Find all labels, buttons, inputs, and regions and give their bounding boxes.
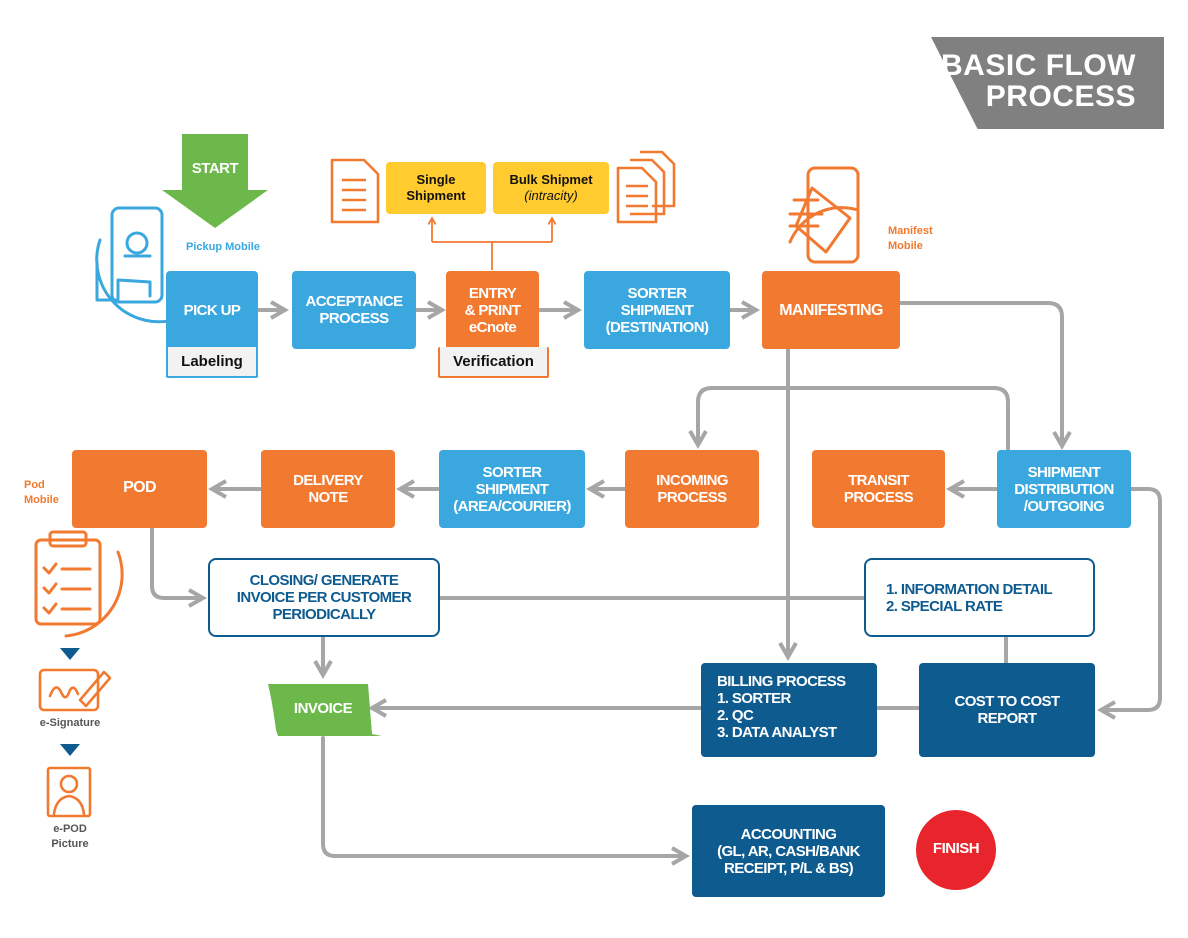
- e-pod-label: e-POD Picture: [20, 822, 120, 852]
- accounting-node: ACCOUNTING (GL, AR, CASH/BANK RECEIPT, P…: [692, 805, 885, 897]
- start-arrow-shape: [162, 134, 268, 228]
- shipment-distribution-node: SHIPMENT DISTRIBUTION /OUTGOING: [997, 450, 1131, 528]
- bulk-shipment-box: Bulk Shipmet (intracity): [493, 162, 609, 214]
- pod-mobile-label: Pod Mobile: [24, 478, 59, 508]
- e-pod-picture-icon: [46, 766, 92, 818]
- bulk-shipment-sub: (intracity): [524, 188, 578, 203]
- arrow-pod-closing: [150, 526, 208, 608]
- manifest-mobile-line-1: Manifest: [888, 225, 933, 237]
- manifesting-node: MANIFESTING: [762, 271, 900, 349]
- start-label: START: [191, 160, 239, 177]
- title-line-2: PROCESS: [985, 80, 1136, 113]
- info-detail-node: 1. INFORMATION DETAIL 2. SPECIAL RATE: [864, 558, 1095, 637]
- down-triangle-1: [60, 648, 80, 660]
- pod-clipboard-icon: [34, 530, 124, 638]
- e-signature-icon: [38, 668, 112, 712]
- invoice-label: INVOICE: [293, 700, 353, 717]
- bulk-shipment-label: Bulk Shipmet: [509, 172, 593, 187]
- verification-tag: Verification: [438, 347, 549, 378]
- pickup-mobile-label: Pickup Mobile: [186, 241, 260, 253]
- bulk-documents-icon: [616, 150, 676, 224]
- manifest-mobile-icon: [788, 166, 860, 264]
- single-document-icon: [330, 158, 380, 224]
- down-triangle-2: [60, 744, 80, 756]
- invoice-banner-shape: [268, 684, 382, 736]
- pickup-mobile-icon: [95, 206, 182, 324]
- arrow-loop-incoming: [688, 386, 1010, 452]
- pickup-node: PICK UP: [166, 271, 258, 349]
- pod-mobile-line-1: Pod: [24, 479, 45, 491]
- manifest-mobile-line-2: Mobile: [888, 240, 923, 252]
- cost-report-node: COST TO COST REPORT: [919, 663, 1095, 757]
- billing-node: BILLING PROCESS 1. SORTER 2. QC 3. DATA …: [701, 663, 877, 757]
- pod-node: POD: [72, 450, 207, 528]
- sorter-destination-node: SORTER SHIPMENT (DESTINATION): [584, 271, 730, 349]
- arrow-manifesting-distribution: [898, 301, 1072, 451]
- e-pod-line-2: Picture: [51, 838, 89, 850]
- finish-label: FINISH: [932, 840, 980, 857]
- arrow-invoice-accounting: [321, 736, 691, 866]
- manifest-mobile-label: Manifest Mobile: [888, 224, 933, 254]
- transit-node: TRANSIT PROCESS: [812, 450, 945, 528]
- closing-node: CLOSING/ GENERATE INVOICE PER CUSTOMER P…: [208, 558, 440, 637]
- sorter-area-node: SORTER SHIPMENT (AREA/COURIER): [439, 450, 585, 528]
- e-pod-line-1: e-POD: [53, 823, 87, 835]
- title-line-1: BASIC FLOW: [941, 49, 1136, 82]
- labeling-tag: Labeling: [166, 347, 258, 378]
- acceptance-node: ACCEPTANCE PROCESS: [292, 271, 416, 349]
- page-title: BASIC FLOW PROCESS: [941, 50, 1136, 112]
- entry-print-node: ENTRY & PRINT eCnote: [446, 271, 539, 349]
- e-signature-label: e-Signature: [39, 717, 101, 729]
- pod-mobile-line-2: Mobile: [24, 494, 59, 506]
- finish-circle: [916, 810, 996, 890]
- incoming-node: INCOMING PROCESS: [625, 450, 759, 528]
- single-shipment-box: Single Shipment: [386, 162, 486, 214]
- arrow-distribution-cost: [1096, 487, 1162, 720]
- delivery-note-node: DELIVERY NOTE: [261, 450, 395, 528]
